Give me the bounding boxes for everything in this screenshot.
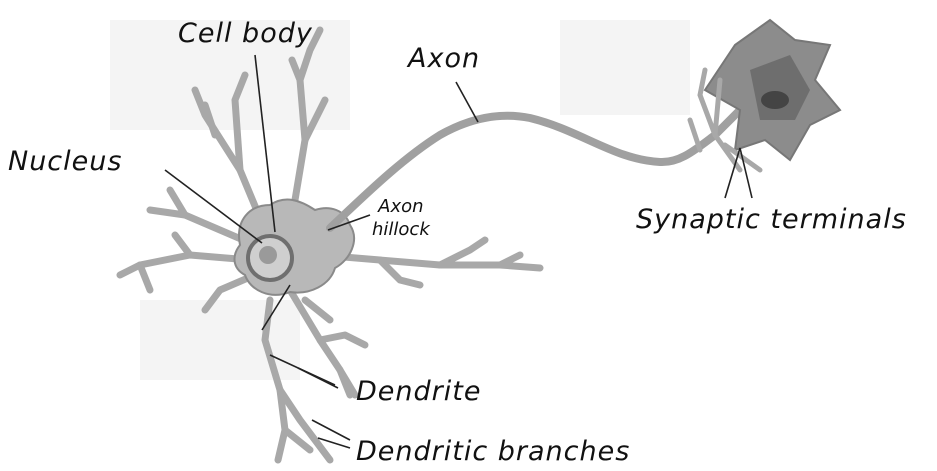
nucleolus-shape bbox=[259, 246, 277, 264]
label-synaptic-terminals: Synaptic terminals bbox=[636, 206, 907, 233]
label-dendrite: Dendrite bbox=[356, 378, 481, 405]
label-axon-hillock-line2: hillock bbox=[372, 219, 430, 242]
synaptic-terminal-cluster bbox=[705, 20, 840, 160]
label-axon-hillock: Axon hillock bbox=[372, 196, 430, 241]
label-cell-body: Cell body bbox=[178, 20, 313, 47]
label-axon-hillock-line1: Axon bbox=[372, 196, 430, 219]
label-dendritic-branches: Dendritic branches bbox=[356, 438, 630, 465]
label-nucleus: Nucleus bbox=[8, 148, 122, 175]
label-axon: Axon bbox=[408, 45, 480, 72]
